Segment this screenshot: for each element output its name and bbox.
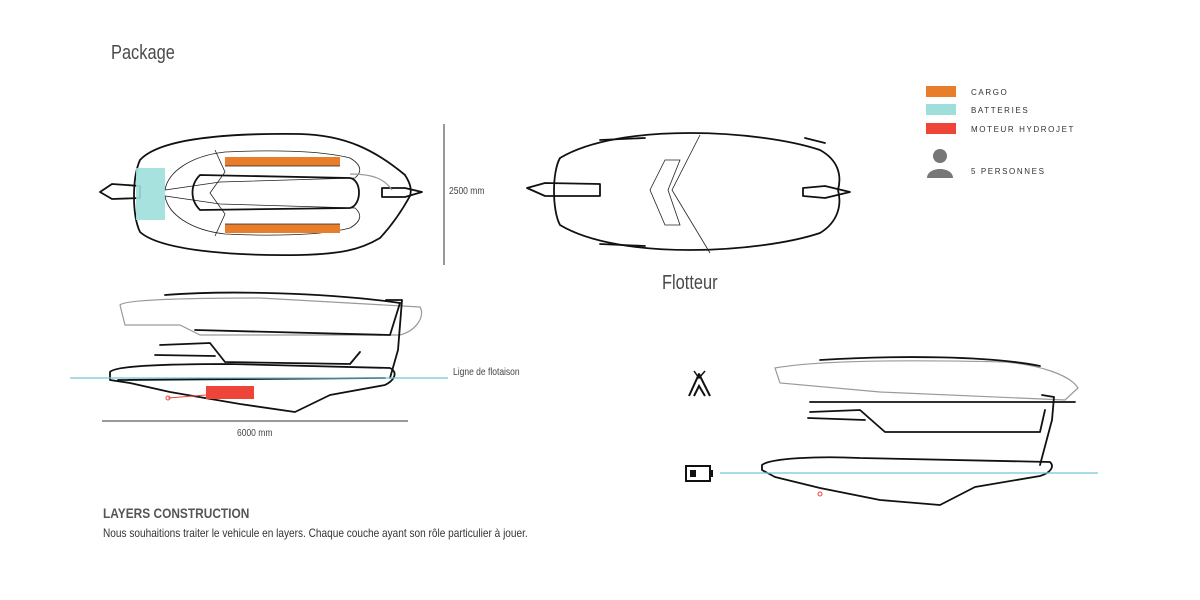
layers-side-view xyxy=(761,356,1079,506)
legend-label-batteries: BATTERIES xyxy=(971,106,1030,115)
flotteur-title: Flotteur xyxy=(662,272,718,294)
package-top-view xyxy=(99,132,423,257)
package-side-view xyxy=(109,291,423,413)
section-heading: LAYERS CONSTRUCTION xyxy=(103,505,250,521)
battery-block xyxy=(136,168,165,220)
legend-label-cargo: CARGO xyxy=(971,88,1009,97)
flotteur-top-view xyxy=(526,132,851,254)
cargo-block-bottom xyxy=(225,224,340,233)
section-body: Nous souhaitions traiter le vehicule en … xyxy=(103,526,528,540)
package-title: Package xyxy=(111,42,175,64)
waterline-label: Ligne de flotaison xyxy=(453,367,520,378)
legend-swatch-batteries xyxy=(926,104,956,115)
tent-icon xyxy=(688,370,711,397)
person-icon xyxy=(927,149,953,178)
motor-block xyxy=(206,386,254,399)
legend-swatch-motor xyxy=(926,123,956,134)
width-dimension-label: 2500 mm xyxy=(449,186,485,197)
battery-icon xyxy=(685,465,713,482)
legend-label-persons: 5 PERSONNES xyxy=(971,167,1046,176)
legend-swatch-cargo xyxy=(926,86,956,97)
length-dimension-label: 6000 mm xyxy=(237,428,273,439)
legend-label-motor: MOTEUR HYDROJET xyxy=(971,125,1075,134)
cargo-block-top xyxy=(225,157,340,166)
